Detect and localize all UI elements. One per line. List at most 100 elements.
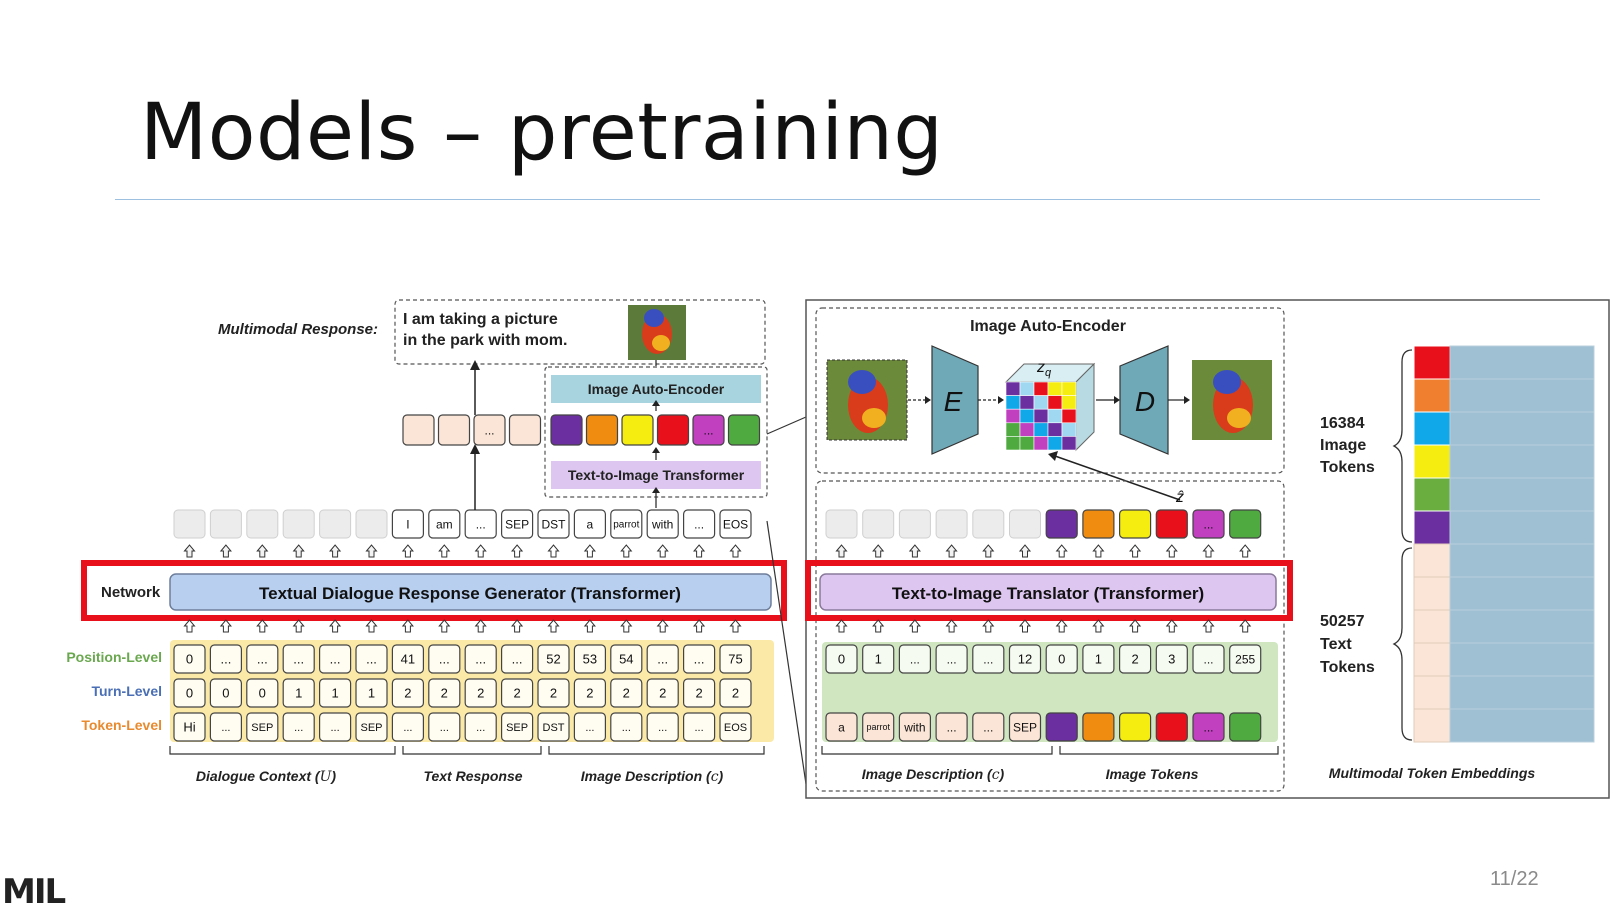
up-arrow bbox=[1055, 544, 1068, 558]
output-token: EOS bbox=[719, 509, 752, 539]
image-token bbox=[727, 414, 761, 446]
gray-token bbox=[209, 509, 242, 539]
position-token: 54 bbox=[610, 644, 643, 674]
gray-token bbox=[246, 509, 279, 539]
position-token: 1 bbox=[1082, 644, 1115, 674]
up-arrow bbox=[365, 619, 378, 633]
up-arrow bbox=[183, 544, 196, 558]
position-token: 0 bbox=[1045, 644, 1078, 674]
output-placeholder bbox=[508, 414, 542, 446]
left-image-token-row: ... bbox=[550, 414, 761, 446]
embedding-vector bbox=[1449, 411, 1595, 446]
up-arrow bbox=[1018, 619, 1032, 633]
svg-text:...: ... bbox=[1203, 720, 1213, 734]
image-token-brace bbox=[1392, 349, 1413, 543]
output-token: with bbox=[646, 509, 679, 539]
position-token: 75 bbox=[719, 644, 752, 674]
up-arrow bbox=[982, 544, 995, 558]
codebook-cell bbox=[1061, 422, 1077, 437]
embedding-text-swatch bbox=[1413, 576, 1451, 611]
image-token bbox=[1229, 509, 1262, 539]
embeddings-label: Multimodal Token Embeddings bbox=[1329, 765, 1536, 781]
turn-token: 1 bbox=[355, 678, 388, 708]
token-token: ... bbox=[319, 712, 352, 742]
image-token bbox=[1155, 712, 1188, 742]
codebook-cell bbox=[1019, 395, 1035, 410]
position-token: ... bbox=[246, 644, 279, 674]
embedding-vector bbox=[1449, 708, 1595, 743]
output-token: ... bbox=[682, 509, 716, 539]
turn-token: 2 bbox=[719, 678, 752, 708]
image-token: ... bbox=[1192, 712, 1225, 742]
group-image-description: Image Description (c) bbox=[581, 768, 724, 785]
gray-token bbox=[319, 509, 352, 539]
text-token: a bbox=[825, 712, 858, 742]
token-token: SEP bbox=[501, 712, 534, 742]
svg-text:...: ... bbox=[694, 517, 704, 531]
embedding-image-swatch bbox=[1413, 477, 1451, 512]
embedding-text-swatch bbox=[1413, 642, 1451, 677]
turn-token: 2 bbox=[537, 678, 570, 708]
svg-text:am: am bbox=[436, 517, 453, 531]
svg-text:parrot: parrot bbox=[866, 722, 890, 732]
up-arrow bbox=[656, 619, 669, 633]
left-gray-row bbox=[173, 509, 388, 539]
text-token-word2: Tokens bbox=[1320, 659, 1375, 676]
svg-text:SEP: SEP bbox=[251, 722, 273, 734]
embedding-vector bbox=[1449, 675, 1595, 710]
position-token: 41 bbox=[391, 644, 424, 674]
up-arrow bbox=[438, 544, 451, 558]
up-arrow bbox=[256, 619, 269, 633]
position-token: 53 bbox=[573, 644, 607, 674]
turn-level-label: Turn-Level bbox=[91, 683, 162, 699]
svg-text:SEP: SEP bbox=[506, 722, 528, 734]
token-token: ... bbox=[391, 712, 424, 742]
up-arrow bbox=[835, 544, 848, 558]
image-token bbox=[1155, 509, 1188, 539]
up-arrow bbox=[511, 619, 524, 633]
turn-token: 0 bbox=[173, 678, 206, 708]
position-token: ... bbox=[935, 644, 968, 674]
image-token bbox=[1045, 509, 1078, 539]
image-token bbox=[1118, 712, 1152, 742]
codebook-cell bbox=[1005, 381, 1021, 396]
token-token: SEP bbox=[355, 712, 388, 742]
gray-token bbox=[972, 509, 1005, 539]
output-placeholder bbox=[437, 414, 471, 446]
codebook-cell bbox=[1033, 436, 1049, 451]
position-level-label: Position-Level bbox=[66, 649, 162, 665]
svg-text:2: 2 bbox=[1131, 652, 1138, 667]
codebook-cell bbox=[1033, 422, 1049, 437]
left-network-name: Textual Dialogue Response Generator (Tra… bbox=[259, 584, 681, 603]
embedding-vector bbox=[1449, 510, 1595, 545]
image-token bbox=[1082, 712, 1115, 742]
position-token: 0 bbox=[173, 644, 206, 674]
up-arrow bbox=[1092, 619, 1105, 633]
gray-token bbox=[898, 509, 931, 539]
svg-text:...: ... bbox=[484, 423, 494, 437]
up-arrow bbox=[872, 619, 885, 633]
image-token-count: 16384 bbox=[1320, 415, 1365, 432]
svg-text:...: ... bbox=[983, 720, 993, 734]
right-network-block bbox=[819, 573, 1277, 611]
embedding-image-swatch bbox=[1413, 411, 1451, 446]
up-arrow bbox=[620, 619, 633, 633]
svg-text:...: ... bbox=[330, 652, 341, 667]
left-up-arrows-top bbox=[183, 544, 742, 558]
text-token: with bbox=[898, 712, 932, 742]
up-arrow bbox=[292, 544, 305, 558]
position-token: ... bbox=[355, 644, 388, 674]
text-token-word1: Text bbox=[1320, 636, 1352, 653]
right-group-image-tokens: Image Tokens bbox=[1106, 766, 1199, 782]
svg-text:2: 2 bbox=[550, 686, 557, 701]
right-image-autoencoder-label: Image Auto-Encoder bbox=[970, 318, 1126, 335]
left-network-highlight bbox=[81, 560, 787, 621]
up-arrow bbox=[1202, 619, 1215, 633]
codebook-cell bbox=[1061, 408, 1077, 424]
turn-token: 2 bbox=[501, 678, 534, 708]
encoder-block bbox=[931, 345, 979, 455]
svg-text:...: ... bbox=[585, 722, 594, 734]
right-up-arrows-bottom bbox=[835, 619, 1252, 633]
turn-token: 2 bbox=[464, 678, 497, 708]
